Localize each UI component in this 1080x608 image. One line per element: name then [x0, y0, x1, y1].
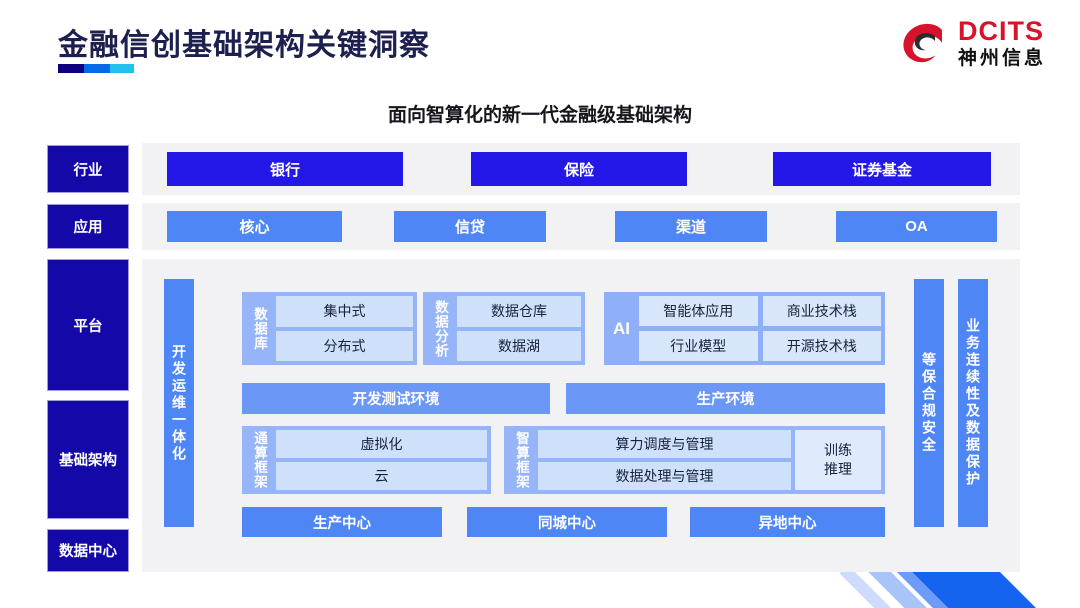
- pillar-devops[interactable]: 开发运维一体化: [164, 279, 194, 527]
- group-analytics-label-wrap: 数据分析: [427, 296, 453, 361]
- group-intelligent-compute-label: 智算框架: [514, 431, 529, 489]
- group-database-label-wrap: 数据库: [246, 296, 272, 361]
- ai-cell-industry-model[interactable]: 行业模型: [639, 331, 758, 361]
- page-subtitle: 面向智算化的新一代金融级基础架构: [387, 105, 692, 126]
- dcits-swirl-icon: [903, 23, 942, 63]
- group-intelligent-compute-label-wrap: 智算框架: [508, 430, 534, 490]
- general-compute-cell-cloud[interactable]: 云: [276, 462, 487, 490]
- datacenter-item-production[interactable]: 生产中心: [242, 507, 442, 537]
- pillar-business-continuity[interactable]: 业务连续性及数据保护: [958, 279, 988, 527]
- group-general-compute[interactable]: 通算框架 虚拟化 云: [242, 426, 491, 494]
- stage-label-datacenter: 数据中心: [47, 529, 129, 572]
- database-cell-centralized[interactable]: 集中式: [276, 296, 413, 327]
- analytics-cell-warehouse[interactable]: 数据仓库: [457, 296, 581, 327]
- group-intelligent-compute[interactable]: 智算框架 算力调度与管理 数据处理与管理 训练 推理: [504, 426, 885, 494]
- datacenter-item-metro[interactable]: 同城中心: [467, 507, 667, 537]
- database-cell-distributed[interactable]: 分布式: [276, 330, 413, 361]
- industry-item-bank[interactable]: 银行: [167, 152, 403, 186]
- logo-text-en: DCITS: [957, 16, 1044, 46]
- ai-cell-agent-app[interactable]: 智能体应用: [639, 296, 758, 326]
- group-analytics-label: 数据分析: [433, 299, 448, 358]
- group-ai[interactable]: AI 智能体应用 商业技术栈 行业模型 开源技术栈: [604, 292, 885, 365]
- group-general-compute-label-wrap: 通算框架: [246, 430, 272, 490]
- general-compute-cell-virtualization[interactable]: 虚拟化: [276, 430, 487, 458]
- application-item-oa[interactable]: OA: [836, 211, 997, 242]
- industry-panel: 银行 保险 证券基金: [142, 143, 1020, 195]
- logo-text-cn: 神州信息: [957, 48, 1046, 69]
- group-database-label: 数据库: [252, 306, 267, 351]
- pillar-devops-label: 开发运维一体化: [171, 343, 187, 463]
- page-title: 金融信创基础架构关键洞察: [58, 29, 430, 62]
- group-data-analytics[interactable]: 数据分析 数据仓库 数据湖: [423, 292, 585, 365]
- environment-dev-test[interactable]: 开发测试环境: [242, 383, 550, 414]
- ai-cell-commercial-stack[interactable]: 商业技术栈: [762, 296, 881, 326]
- stage-label-infrastructure: 基础架构: [47, 400, 129, 519]
- title-accent-bar: [58, 64, 134, 73]
- application-panel: 核心 信贷 渠道 OA: [142, 203, 1020, 250]
- group-general-compute-label: 通算框架: [252, 431, 267, 489]
- application-item-channel[interactable]: 渠道: [615, 211, 767, 242]
- stage-label-platform: 平台: [47, 259, 129, 391]
- pillar-compliance-security-label: 等保合规安全: [921, 352, 937, 454]
- analytics-cell-lake[interactable]: 数据湖: [457, 330, 581, 361]
- intelligent-compute-cell-data-proc[interactable]: 数据处理与管理: [538, 462, 791, 490]
- group-database[interactable]: 数据库 集中式 分布式: [242, 292, 417, 365]
- application-item-core[interactable]: 核心: [167, 211, 342, 242]
- industry-item-securities[interactable]: 证券基金: [773, 152, 991, 186]
- environment-production[interactable]: 生产环境: [566, 383, 885, 414]
- platform-infrastructure-panel: 开发运维一体化 等保合规安全 业务连续性及数据保护 数据库 集中式 分布式 数据…: [142, 259, 1020, 572]
- dcits-logo: DCITS 神州信息: [899, 18, 1046, 68]
- intelligent-compute-cell-train-infer[interactable]: 训练 推理: [795, 430, 881, 490]
- datacenter-item-remote[interactable]: 异地中心: [690, 507, 885, 537]
- industry-item-insurance[interactable]: 保险: [471, 152, 687, 186]
- pillar-business-continuity-label: 业务连续性及数据保护: [965, 318, 981, 488]
- intelligent-compute-cell-scheduling[interactable]: 算力调度与管理: [538, 430, 791, 458]
- stage-label-industry: 行业: [47, 145, 129, 193]
- group-ai-label: AI: [613, 318, 630, 338]
- ai-cell-opensource-stack[interactable]: 开源技术栈: [762, 331, 881, 361]
- application-item-credit[interactable]: 信贷: [394, 211, 546, 242]
- stage-label-application: 应用: [47, 204, 129, 249]
- pillar-compliance-security[interactable]: 等保合规安全: [914, 279, 944, 527]
